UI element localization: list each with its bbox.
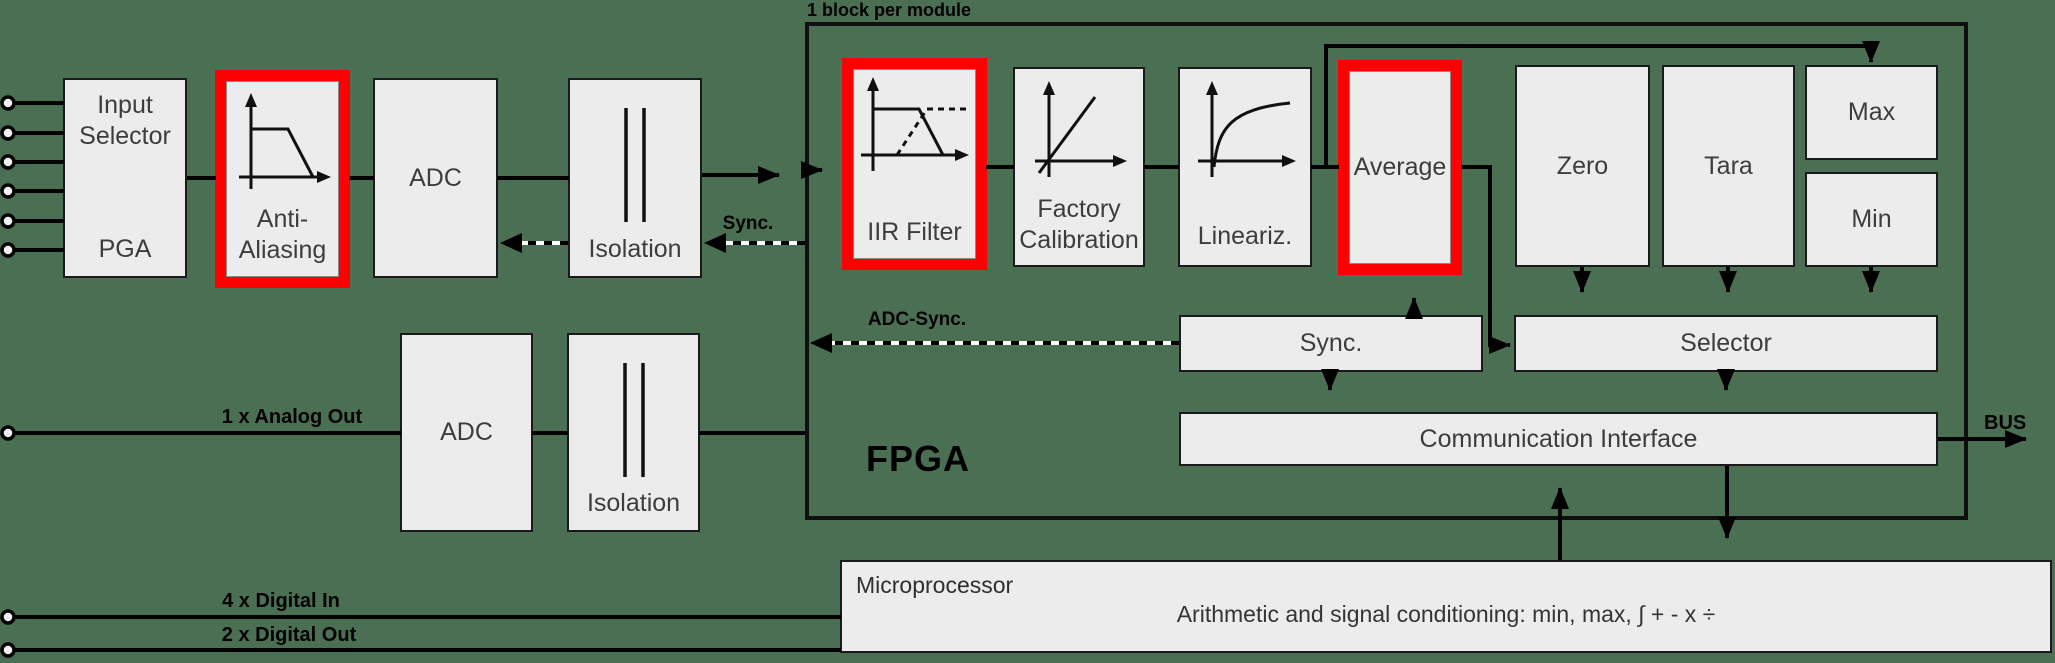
sync-wire-label: Sync. [722, 213, 774, 234]
min-label: Min [1851, 205, 1892, 234]
io-terminals [0, 95, 16, 658]
analog-input-wires [13, 101, 64, 252]
block-zero: Zero [1515, 65, 1650, 267]
linear-calibration-icon [1035, 81, 1127, 177]
block-max: Max [1805, 65, 1938, 160]
isolation1-label: Isolation [588, 234, 682, 263]
digital-io-wires [13, 615, 841, 652]
sync-label: Sync. [1299, 329, 1363, 358]
tara-label: Tara [1704, 151, 1753, 180]
digital-out-label: 2 x Digital Out [221, 624, 357, 646]
zero-label: Zero [1556, 151, 1609, 180]
average-label: Average [1353, 153, 1447, 182]
digital-in-label: 4 x Digital In [222, 590, 340, 612]
block-selector: Selector [1514, 315, 1938, 372]
block-isolation-1: Isolation [568, 78, 702, 278]
isolation2-label: Isolation [586, 488, 681, 517]
factory-calibration-label-line1: Factory [1037, 195, 1121, 223]
adc-sync-wire-label: ADC-Sync. [867, 309, 967, 330]
block-sync: Sync. [1179, 315, 1483, 372]
anti-aliasing-label-line1: Anti- [256, 205, 309, 233]
input-selector-label-line2: Selector [79, 121, 171, 150]
isolation-barrier-icon [624, 108, 646, 222]
communication-interface-label: Communication Interface [1419, 424, 1698, 453]
pga-label: PGA [98, 234, 152, 263]
block-communication-interface: Communication Interface [1179, 412, 1938, 466]
block-microprocessor: Microprocessor Arithmetic and signal con… [840, 560, 2052, 653]
block-tara: Tara [1662, 65, 1795, 267]
block-min: Min [1805, 172, 1938, 267]
low-pass-filter-icon [238, 93, 331, 189]
lineariz-label: Lineariz. [1197, 221, 1293, 250]
block-lineariz: Lineariz. [1178, 67, 1312, 267]
adc2-label: ADC [440, 418, 493, 447]
factory-calibration-label-line2: Calibration [1019, 225, 1139, 254]
adc1-label: ADC [409, 163, 462, 192]
block-adc-2: ADC [400, 333, 533, 532]
block-average: Average [1338, 60, 1462, 275]
input-selector-label-line1: Input [97, 91, 153, 119]
block-input-selector: Input Selector PGA [63, 78, 187, 278]
max-label: Max [1847, 98, 1896, 127]
fpga-region-outline [805, 22, 1968, 520]
analog-out-label: 1 x Analog Out [221, 406, 363, 428]
fpga-label: FPGA [866, 438, 971, 479]
iir-filter-response-icon [860, 77, 971, 171]
linearization-curve-icon [1198, 81, 1296, 177]
block-iir-filter: IIR Filter [842, 58, 987, 270]
caption-one-block-per-module: 1 block per module [807, 0, 972, 20]
block-adc-1: ADC [373, 78, 498, 278]
block-isolation-2: Isolation [567, 333, 700, 532]
microprocessor-description: Arithmetic and signal conditioning: min,… [1176, 601, 1716, 627]
selector-label: Selector [1680, 329, 1772, 358]
iir-filter-label: IIR Filter [867, 217, 962, 246]
bus-label: BUS [1984, 412, 2027, 434]
anti-aliasing-label-line2: Aliasing [238, 235, 327, 264]
microprocessor-title: Microprocessor [856, 572, 1014, 598]
block-anti-aliasing: Anti- Aliasing [215, 70, 350, 288]
block-factory-calibration: Factory Calibration [1013, 67, 1145, 267]
isolation-barrier-icon [622, 363, 645, 477]
